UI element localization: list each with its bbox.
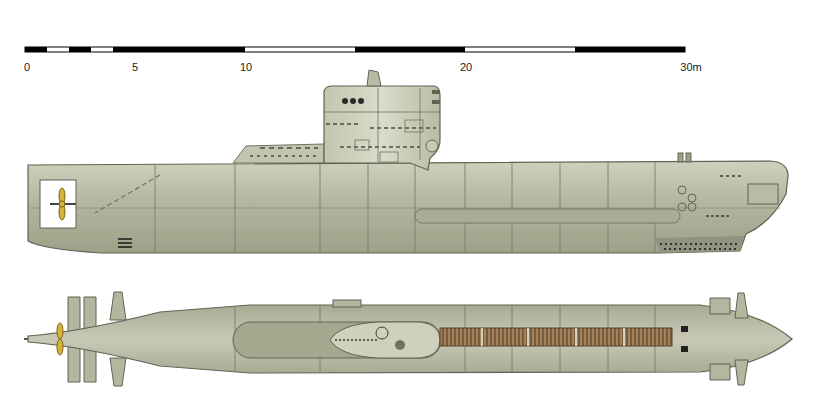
bow-fins [735, 293, 748, 385]
scale-label: 20 [460, 62, 472, 73]
hull-top [28, 305, 792, 373]
keel-dots [660, 244, 740, 249]
tower-panels [324, 88, 440, 163]
conning-tower [324, 86, 440, 170]
propeller-recess [40, 180, 76, 228]
bow-cap [748, 184, 778, 204]
scale-segment [355, 47, 465, 52]
tower-fitting [432, 90, 440, 94]
hull-side [28, 161, 788, 253]
scale-label: 5 [132, 62, 138, 73]
scale-segment [135, 47, 245, 52]
periscope-housing [333, 300, 361, 307]
periscope-dome [426, 140, 438, 152]
bow-markings [706, 176, 744, 216]
scale-bar [25, 47, 685, 52]
tower-fitting [432, 100, 440, 104]
scale-segment [25, 47, 47, 52]
propeller-blade [57, 323, 63, 339]
deck-grating [440, 328, 672, 346]
propeller-blade [57, 339, 63, 355]
stern-vents [118, 238, 132, 248]
snorkel-head [686, 153, 691, 162]
hull-fairing [415, 209, 680, 223]
deck-fairing [233, 144, 324, 163]
tower-top [233, 322, 441, 358]
scale-label: 30m [680, 62, 701, 73]
tower-ports [342, 98, 364, 104]
bow-planes [710, 298, 730, 380]
grating-frames [482, 328, 624, 346]
propeller [50, 188, 76, 220]
periscope-fin [367, 70, 381, 86]
bow-fitting [681, 346, 688, 352]
side-view [28, 70, 788, 253]
bridge-top [330, 322, 440, 358]
bridge-detail [335, 339, 378, 341]
hatch [376, 327, 388, 339]
stern-line [95, 175, 160, 213]
scale-segment [69, 47, 91, 52]
tower-markings [250, 124, 436, 156]
scale-label: 0 [24, 62, 30, 73]
periscope-top [395, 340, 405, 350]
scale-frame [25, 47, 685, 52]
keel-plating [655, 236, 744, 253]
scale-segment [113, 47, 135, 52]
bow-fitting [681, 326, 688, 332]
scale-label: 10 [240, 62, 252, 73]
snorkel-head [678, 153, 683, 162]
hull-panel-lines [30, 162, 780, 253]
top-view [24, 292, 792, 386]
bow-openings [678, 186, 696, 211]
scale-segment [575, 47, 685, 52]
